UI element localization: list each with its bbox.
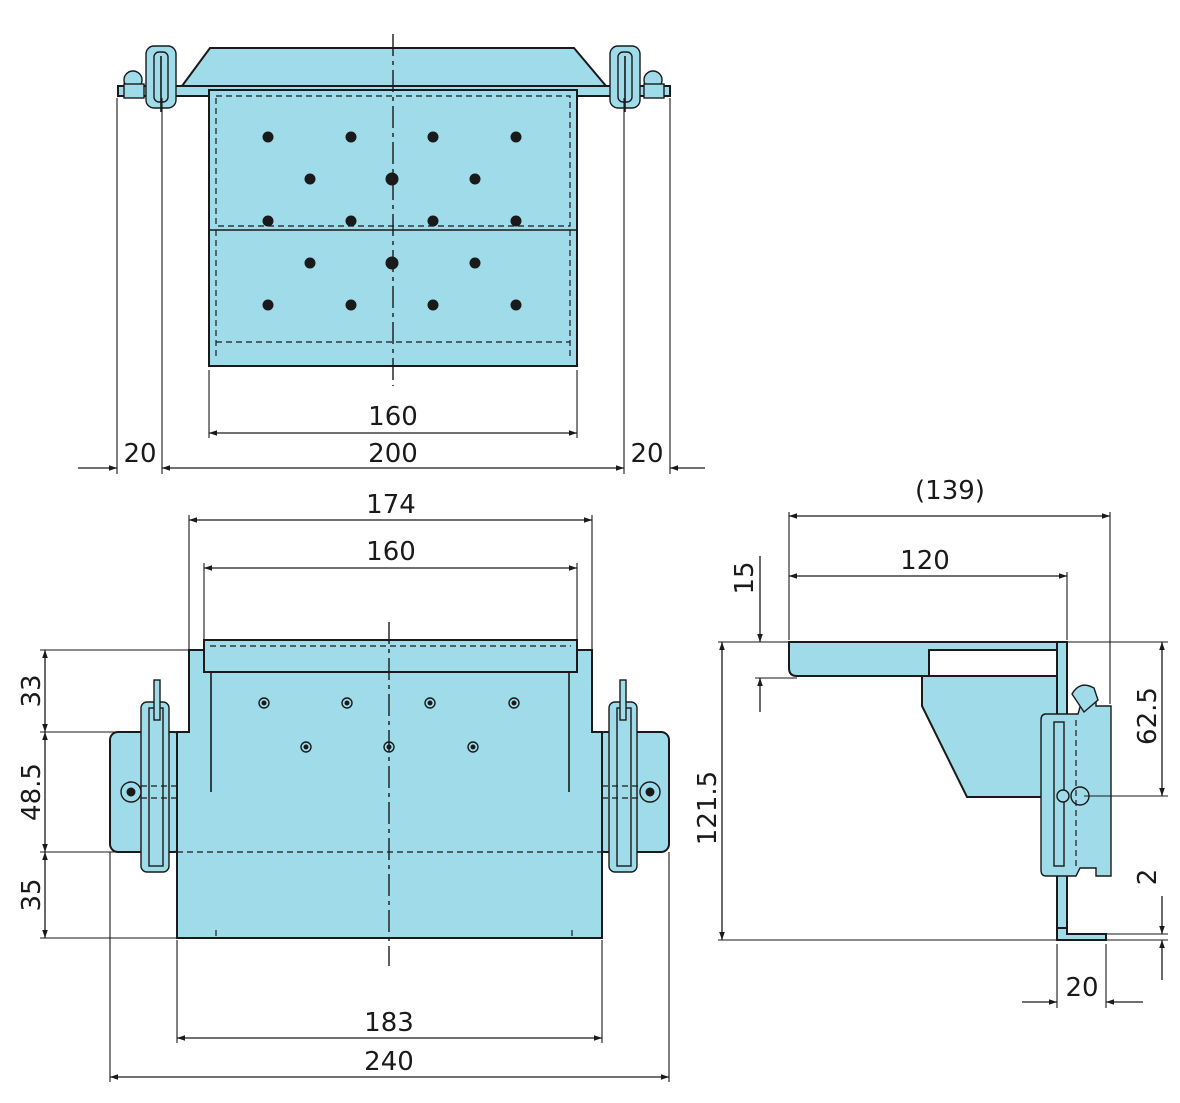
- front-dim-174: 174: [366, 490, 416, 520]
- side-dim-120: 120: [900, 546, 950, 576]
- front-dim-183: 183: [364, 1008, 414, 1038]
- top-view: 160 200 20 20: [78, 34, 705, 474]
- side-dim-15: 15: [730, 561, 760, 594]
- top-dim-20-right: 20: [630, 439, 663, 469]
- front-main-body: [176, 731, 603, 939]
- front-clamp-right: [602, 679, 661, 873]
- side-support: [921, 675, 1061, 798]
- top-latch-right: [609, 45, 665, 112]
- top-dim-160: 160: [368, 402, 418, 432]
- front-dim-160: 160: [366, 537, 416, 567]
- side-view: (139) 120 20 15 121.5 62.5 2: [693, 476, 1168, 1008]
- side-dim-121-5: 121.5: [693, 771, 723, 845]
- top-lid: [180, 47, 609, 87]
- front-top-bar: [203, 639, 578, 673]
- front-clamp-left: [120, 679, 178, 873]
- front-dim-48-5: 48.5: [17, 763, 47, 821]
- top-dim-20-left: 20: [123, 439, 156, 469]
- top-latch-left: [123, 45, 177, 112]
- side-dim-2: 2: [1133, 869, 1163, 886]
- front-dim-33: 33: [17, 674, 47, 707]
- top-dim-200: 200: [368, 439, 418, 469]
- side-shelf: [788, 641, 1063, 677]
- front-dim-35: 35: [17, 878, 47, 911]
- side-dim-62-5: 62.5: [1133, 687, 1163, 745]
- front-dim-240: 240: [364, 1047, 414, 1077]
- side-dim-20: 20: [1065, 973, 1098, 1003]
- top-holes: [262, 131, 522, 311]
- side-latch: [1071, 684, 1099, 714]
- side-dim-139: (139): [915, 476, 985, 506]
- side-foot: [1056, 927, 1107, 941]
- front-view: 174 160 183 240 33 48.5 35: [17, 490, 670, 1082]
